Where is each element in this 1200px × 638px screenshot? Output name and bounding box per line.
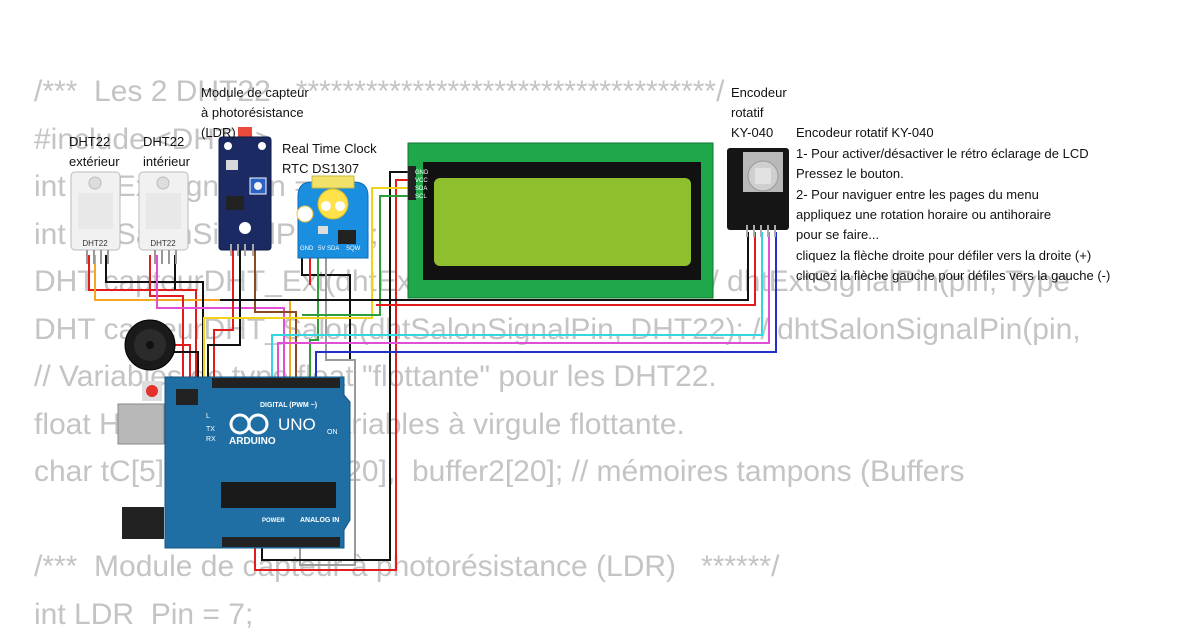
encoder-label-line2: rotatif <box>731 105 764 120</box>
dht22-int-label-line2: intérieur <box>143 154 191 169</box>
svg-text:GND: GND <box>300 246 314 252</box>
rtc-label-line1: Real Time Clock <box>282 141 377 156</box>
arduino-power-label: POWER <box>262 518 285 524</box>
encoder-note-4: appliquez une rotation horaire ou antiho… <box>796 207 1051 222</box>
arduino-rx-label: RX <box>206 436 216 443</box>
rotary-encoder <box>727 148 789 237</box>
rtc-label-line2: RTC DS1307 <box>282 161 359 176</box>
encoder-notes: Encodeur rotatif KY-040 1- Pour activer/… <box>796 125 1110 283</box>
svg-text:5V SDA: 5V SDA <box>318 246 339 252</box>
arduino-analog-label: ANALOG IN <box>300 517 339 524</box>
arduino-on-label: ON <box>327 429 338 436</box>
ldr-label-line2: à photorésistance <box>201 105 304 120</box>
ldr-module <box>219 127 271 256</box>
encoder-note-7: cliquez la flèche gauche pour défiles ve… <box>796 268 1110 283</box>
buzzer <box>125 320 175 370</box>
wire-dht-ext-data <box>95 255 290 385</box>
encoder-label-line3: KY-040 <box>731 125 773 140</box>
encoder-note-3: 2- Pour naviguer entre les pages du menu <box>796 187 1039 202</box>
dht22-ext-chip-label: DHT22 <box>82 239 108 248</box>
dht22-exterior: DHT22 <box>71 172 120 264</box>
lcd-pin-sda: SDA <box>415 186 427 192</box>
encoder-note-2: Pressez le bouton. <box>796 166 904 181</box>
lcd-pin-vcc: VCC <box>415 178 428 184</box>
arduino-tx-label: TX <box>206 426 215 433</box>
encoder-note-0: Encodeur rotatif KY-040 <box>796 125 934 140</box>
lcd-display: GND VCC SDA SCL <box>408 143 713 298</box>
encoder-note-1: 1- Pour activer/désactiver le rétro écla… <box>796 146 1089 161</box>
encoder-note-5: pour se faire... <box>796 227 879 242</box>
dht22-int-chip-label: DHT22 <box>150 239 176 248</box>
arduino-uno: UNO ARDUINO DIGITAL (PWM ~) ANALOG IN PO… <box>118 377 350 548</box>
lcd-pin-gnd: GND <box>415 170 429 176</box>
encoder-label-line1: Encodeur <box>731 85 787 100</box>
arduino-l-label: L <box>206 413 210 420</box>
dht22-interior: DHT22 <box>139 172 188 264</box>
svg-text:SQW: SQW <box>346 246 361 252</box>
ldr-label-line3: (LDR) <box>201 125 236 140</box>
arduino-digital-label: DIGITAL (PWM ~) <box>260 402 317 409</box>
arduino-model: UNO <box>278 415 316 434</box>
arduino-brand: ARDUINO <box>229 436 276 447</box>
encoder-note-6: cliquez la flèche droite pour défiler ve… <box>796 248 1091 263</box>
wire-dht-int-data <box>157 255 284 385</box>
dht22-int-label-line1: DHT22 <box>143 134 184 149</box>
dht22-ext-label-line1: DHT22 <box>69 134 110 149</box>
lcd-pin-scl: SCL <box>415 194 427 200</box>
dht22-ext-label-line2: extérieur <box>69 154 120 169</box>
ldr-label-line1: Module de capteur <box>201 85 309 100</box>
dht22-ext-grille <box>78 193 113 229</box>
rtc-module: GND 5V SDA SQW <box>297 176 368 258</box>
